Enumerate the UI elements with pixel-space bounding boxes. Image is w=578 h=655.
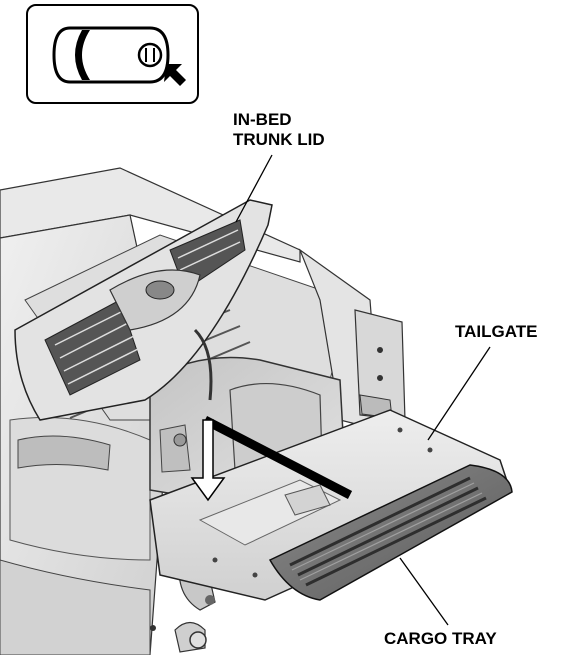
removal-bar	[202, 416, 353, 499]
down-arrow-icon	[190, 419, 226, 502]
label-cargo-tray: CARGO TRAY	[384, 629, 497, 648]
tailgate	[149, 409, 511, 601]
right-bed-wall	[298, 248, 406, 431]
label-in-bed-trunk-lid-line2: TRUNK LID	[233, 130, 325, 149]
label-in-bed-trunk-lid: IN-BED TRUNK LID	[233, 110, 325, 150]
leader-line-trunk-lid	[235, 154, 273, 223]
label-tailgate: TAILGATE	[455, 322, 538, 341]
leader-line-tailgate	[427, 346, 491, 441]
label-in-bed-trunk-lid-line1: IN-BED	[233, 110, 292, 129]
locator-icon	[26, 4, 199, 104]
leader-line-cargo-tray	[399, 557, 449, 626]
in-bed-trunk-lid	[14, 199, 273, 421]
cargo-tray	[268, 464, 513, 601]
